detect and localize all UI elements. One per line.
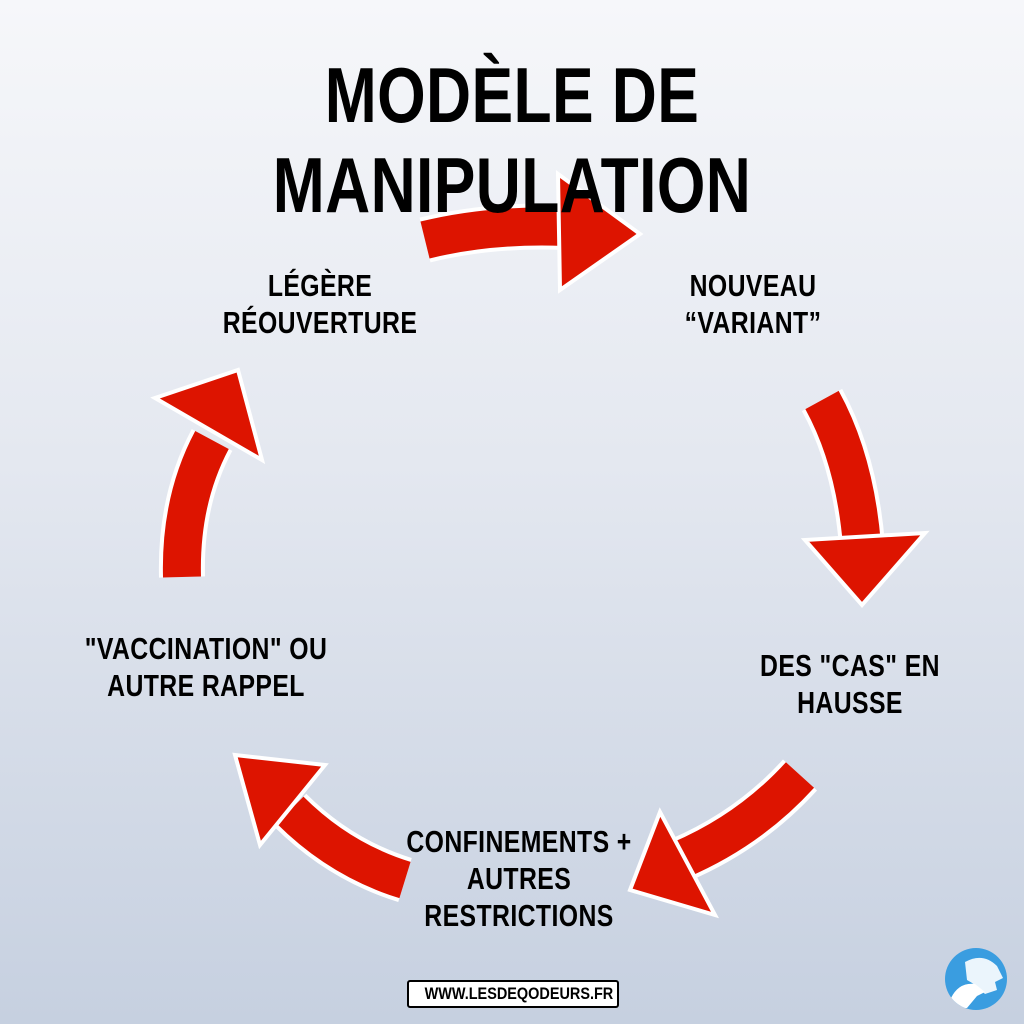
step-line: RESTRICTIONS — [424, 898, 614, 934]
step-line: CONFINEMENTS + — [406, 824, 632, 859]
page-title: MODÈLE DE MANIPULATION — [272, 51, 752, 229]
step-reopening: LÉGÈRE RÉOUVERTURE — [160, 267, 480, 341]
lion-lamb-logo-icon — [945, 948, 1007, 1010]
step-line: HAUSSE — [797, 685, 903, 721]
step-line: DES "CAS" EN — [760, 648, 940, 683]
step-vaccination: "VACCINATION" OU AUTRE RAPPEL — [46, 630, 366, 704]
step-rising-cases: DES "CAS" EN HAUSSE — [690, 647, 1010, 721]
step-line: AUTRES — [466, 861, 572, 897]
step-line: RÉOUVERTURE — [222, 305, 418, 341]
arrow-left — [150, 367, 266, 578]
arrow-top — [419, 170, 644, 294]
step-line: "VACCINATION" OU — [84, 631, 328, 666]
website-url: WWW.LESDEQODEURS.FR — [407, 980, 619, 1008]
step-line: “VARIANT” — [684, 305, 822, 341]
step-line: AUTRE RAPPEL — [107, 668, 305, 704]
url-text: WWW.LESDEQODEURS.FR — [424, 984, 614, 1003]
arrow-right — [800, 388, 930, 609]
step-lockdowns: CONFINEMENTS + AUTRES RESTRICTIONS — [359, 823, 679, 935]
step-line: LÉGÈRE — [267, 268, 373, 303]
arrow-bottom-left — [232, 752, 413, 902]
step-line: NOUVEAU — [689, 268, 817, 303]
step-new-variant: NOUVEAU “VARIANT” — [593, 267, 913, 341]
arrow-bottom-right — [627, 759, 818, 919]
cycle-arrows — [150, 170, 930, 919]
